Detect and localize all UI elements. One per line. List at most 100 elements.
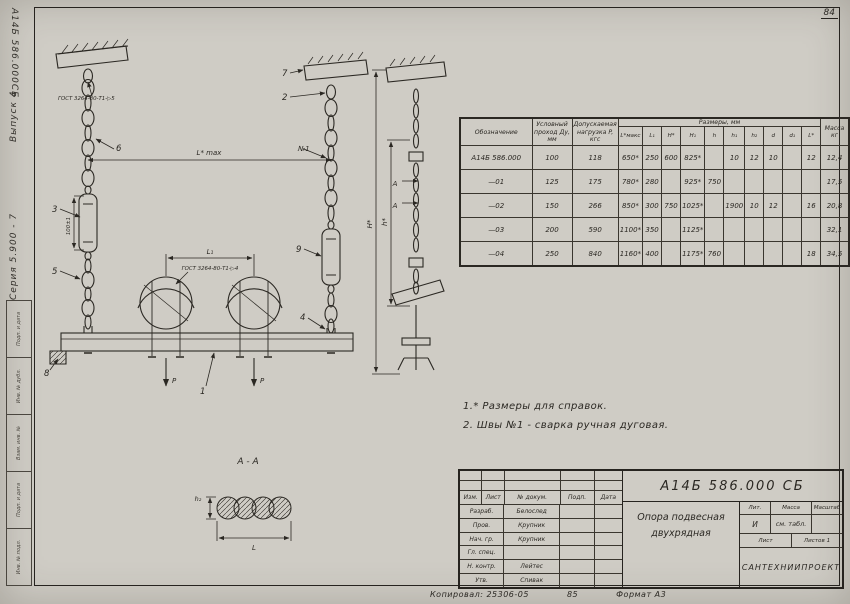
cell-dim: 1125*	[680, 217, 706, 243]
notes: 1.* Размеры для справок. 2. Швы №1 - сва…	[463, 397, 668, 435]
cell-load: 590	[571, 217, 619, 243]
table-row: —01 125 175 780* 280 925* 750 17,5	[459, 169, 850, 195]
note-line: 1.* Размеры для справок.	[463, 401, 608, 412]
sheet-footer: Копировал: 25306-05 85 Формат А3	[430, 590, 666, 599]
cell-dim: 750	[704, 169, 725, 195]
table-row: А14Б 586.000 100 118 650* 250 600 825* 1…	[459, 145, 850, 171]
dim-h-star-label: H*	[366, 219, 374, 228]
cell-dim: 925*	[680, 169, 706, 195]
tb-head-podp: Подп.	[561, 491, 595, 504]
sign-name: Спивак	[504, 574, 561, 587]
margin-stamp-box: Подп. и дата	[7, 301, 31, 358]
cell-du: 200	[531, 217, 573, 243]
tb-massa-value: см. табл.	[771, 515, 812, 533]
cell-mass: 34,5	[820, 241, 850, 267]
front-view	[49, 38, 369, 387]
dim-h-small-label: h*	[381, 218, 389, 226]
footer-format: Формат А3	[616, 590, 667, 599]
weld-note-2: ГОСТ 3264-80-Т1-▷4	[182, 266, 239, 272]
cell-dim: 400	[642, 241, 663, 267]
tb-head-list: Лист	[482, 491, 505, 504]
margin-stamp-label: Подп. и дата	[16, 482, 22, 518]
col-header-load: Допускаемая нагрузка P, кгс	[571, 117, 619, 147]
cell-dim	[661, 217, 682, 243]
margin-stamp-label: Инв. № дубл.	[16, 368, 22, 404]
sign-role: Н. контр.	[460, 560, 505, 574]
margin-stamp-label: Инв. № подл.	[16, 539, 22, 575]
cell-dim: 760	[704, 241, 725, 267]
margin-stamp-box: Инв. № дубл.	[7, 358, 31, 415]
cell-dim	[723, 217, 746, 243]
cell-name: —02	[459, 193, 533, 219]
footer-copied: Копировал: 25306-05	[430, 590, 529, 599]
cell-dim: 1025*	[680, 193, 706, 219]
cell-dim: 1160*	[617, 241, 644, 267]
cell-mass: 17,5	[820, 169, 850, 195]
title-block: Изм. Лист № докум. Подп. Дата Разраб.Бел…	[458, 469, 844, 589]
section-letter-bottom: А	[392, 202, 398, 210]
cell-name: —04	[459, 241, 533, 267]
sign-name: Лейтес	[504, 560, 561, 574]
cell-dim: 600	[661, 145, 682, 171]
cell-dim: 10	[763, 145, 784, 171]
cell-du: 125	[531, 169, 573, 195]
cell-dim: 18	[801, 241, 822, 267]
cell-dim	[782, 217, 803, 243]
dim-col: L₁	[642, 126, 663, 147]
tb-masshtab-label: Масштаб	[813, 505, 841, 511]
cell-du: 250	[531, 241, 573, 267]
callout-3: 3	[52, 205, 57, 215]
tb-doc-number: А14Б 586.000 СБ	[623, 471, 842, 502]
cell-dim	[801, 217, 822, 243]
cell-name: А14Б 586.000	[459, 145, 533, 171]
tb-listov-label: Листов	[803, 537, 825, 544]
load-p-right: P	[260, 377, 265, 385]
cell-load: 840	[571, 241, 619, 267]
cell-dim	[782, 193, 803, 219]
cell-dim: 1175*	[680, 241, 706, 267]
cell-mass: 20,8	[820, 193, 850, 219]
dim-col: h	[704, 126, 725, 147]
tb-head-izm: Изм.	[460, 491, 483, 504]
page-number: 84	[820, 8, 838, 19]
tb-list-label: Лист	[740, 534, 792, 547]
callout-6: 6	[116, 144, 122, 154]
cell-dim	[744, 241, 765, 267]
cell-dim: 250	[642, 145, 663, 171]
cell-dim: 12	[801, 145, 822, 171]
cell-dim: 1900	[723, 193, 746, 219]
table-row: —02 150 266 850* 300 750 1025* 1900 10 1…	[459, 193, 850, 219]
cell-name: —03	[459, 217, 533, 243]
cell-dim: 1100*	[617, 217, 644, 243]
cell-dim: 12	[763, 193, 784, 219]
spec-table: Обозначение Условный проход Ду, мм Допус…	[459, 117, 850, 268]
dim-col: d₁	[782, 126, 803, 147]
dim-h2-label: h₂	[195, 495, 202, 503]
seam-no-label: №1	[297, 145, 310, 153]
cell-dim	[782, 169, 803, 195]
cell-dim: 750	[661, 193, 682, 219]
cell-dim: 16	[801, 193, 822, 219]
cell-du: 100	[531, 145, 573, 171]
sign-role: Утв.	[460, 574, 505, 587]
callout-7: 7	[282, 69, 288, 79]
side-view	[385, 54, 447, 371]
cell-load: 266	[571, 193, 619, 219]
cell-mass: 32,1	[820, 217, 850, 243]
cell-dim: 350	[642, 217, 663, 243]
dim-col: L*макс	[617, 126, 644, 147]
cell-dim	[723, 241, 746, 267]
cell-dim: 650*	[617, 145, 644, 171]
cell-dim: 850*	[617, 193, 644, 219]
tb-head-data: Дата	[600, 494, 617, 501]
tb-lit-value: И	[740, 515, 771, 533]
cell-du: 150	[531, 193, 573, 219]
margin-stamp-box: Взам. инв. №	[7, 415, 31, 472]
cell-dim	[782, 145, 803, 171]
tb-organization: САНТЕХНИИПРОЕКТ	[741, 563, 841, 572]
col-header-sizes: Размеры, мм	[617, 117, 822, 128]
sign-name: Крупник	[504, 518, 561, 532]
cell-dim	[704, 193, 725, 219]
cell-dim	[744, 169, 765, 195]
